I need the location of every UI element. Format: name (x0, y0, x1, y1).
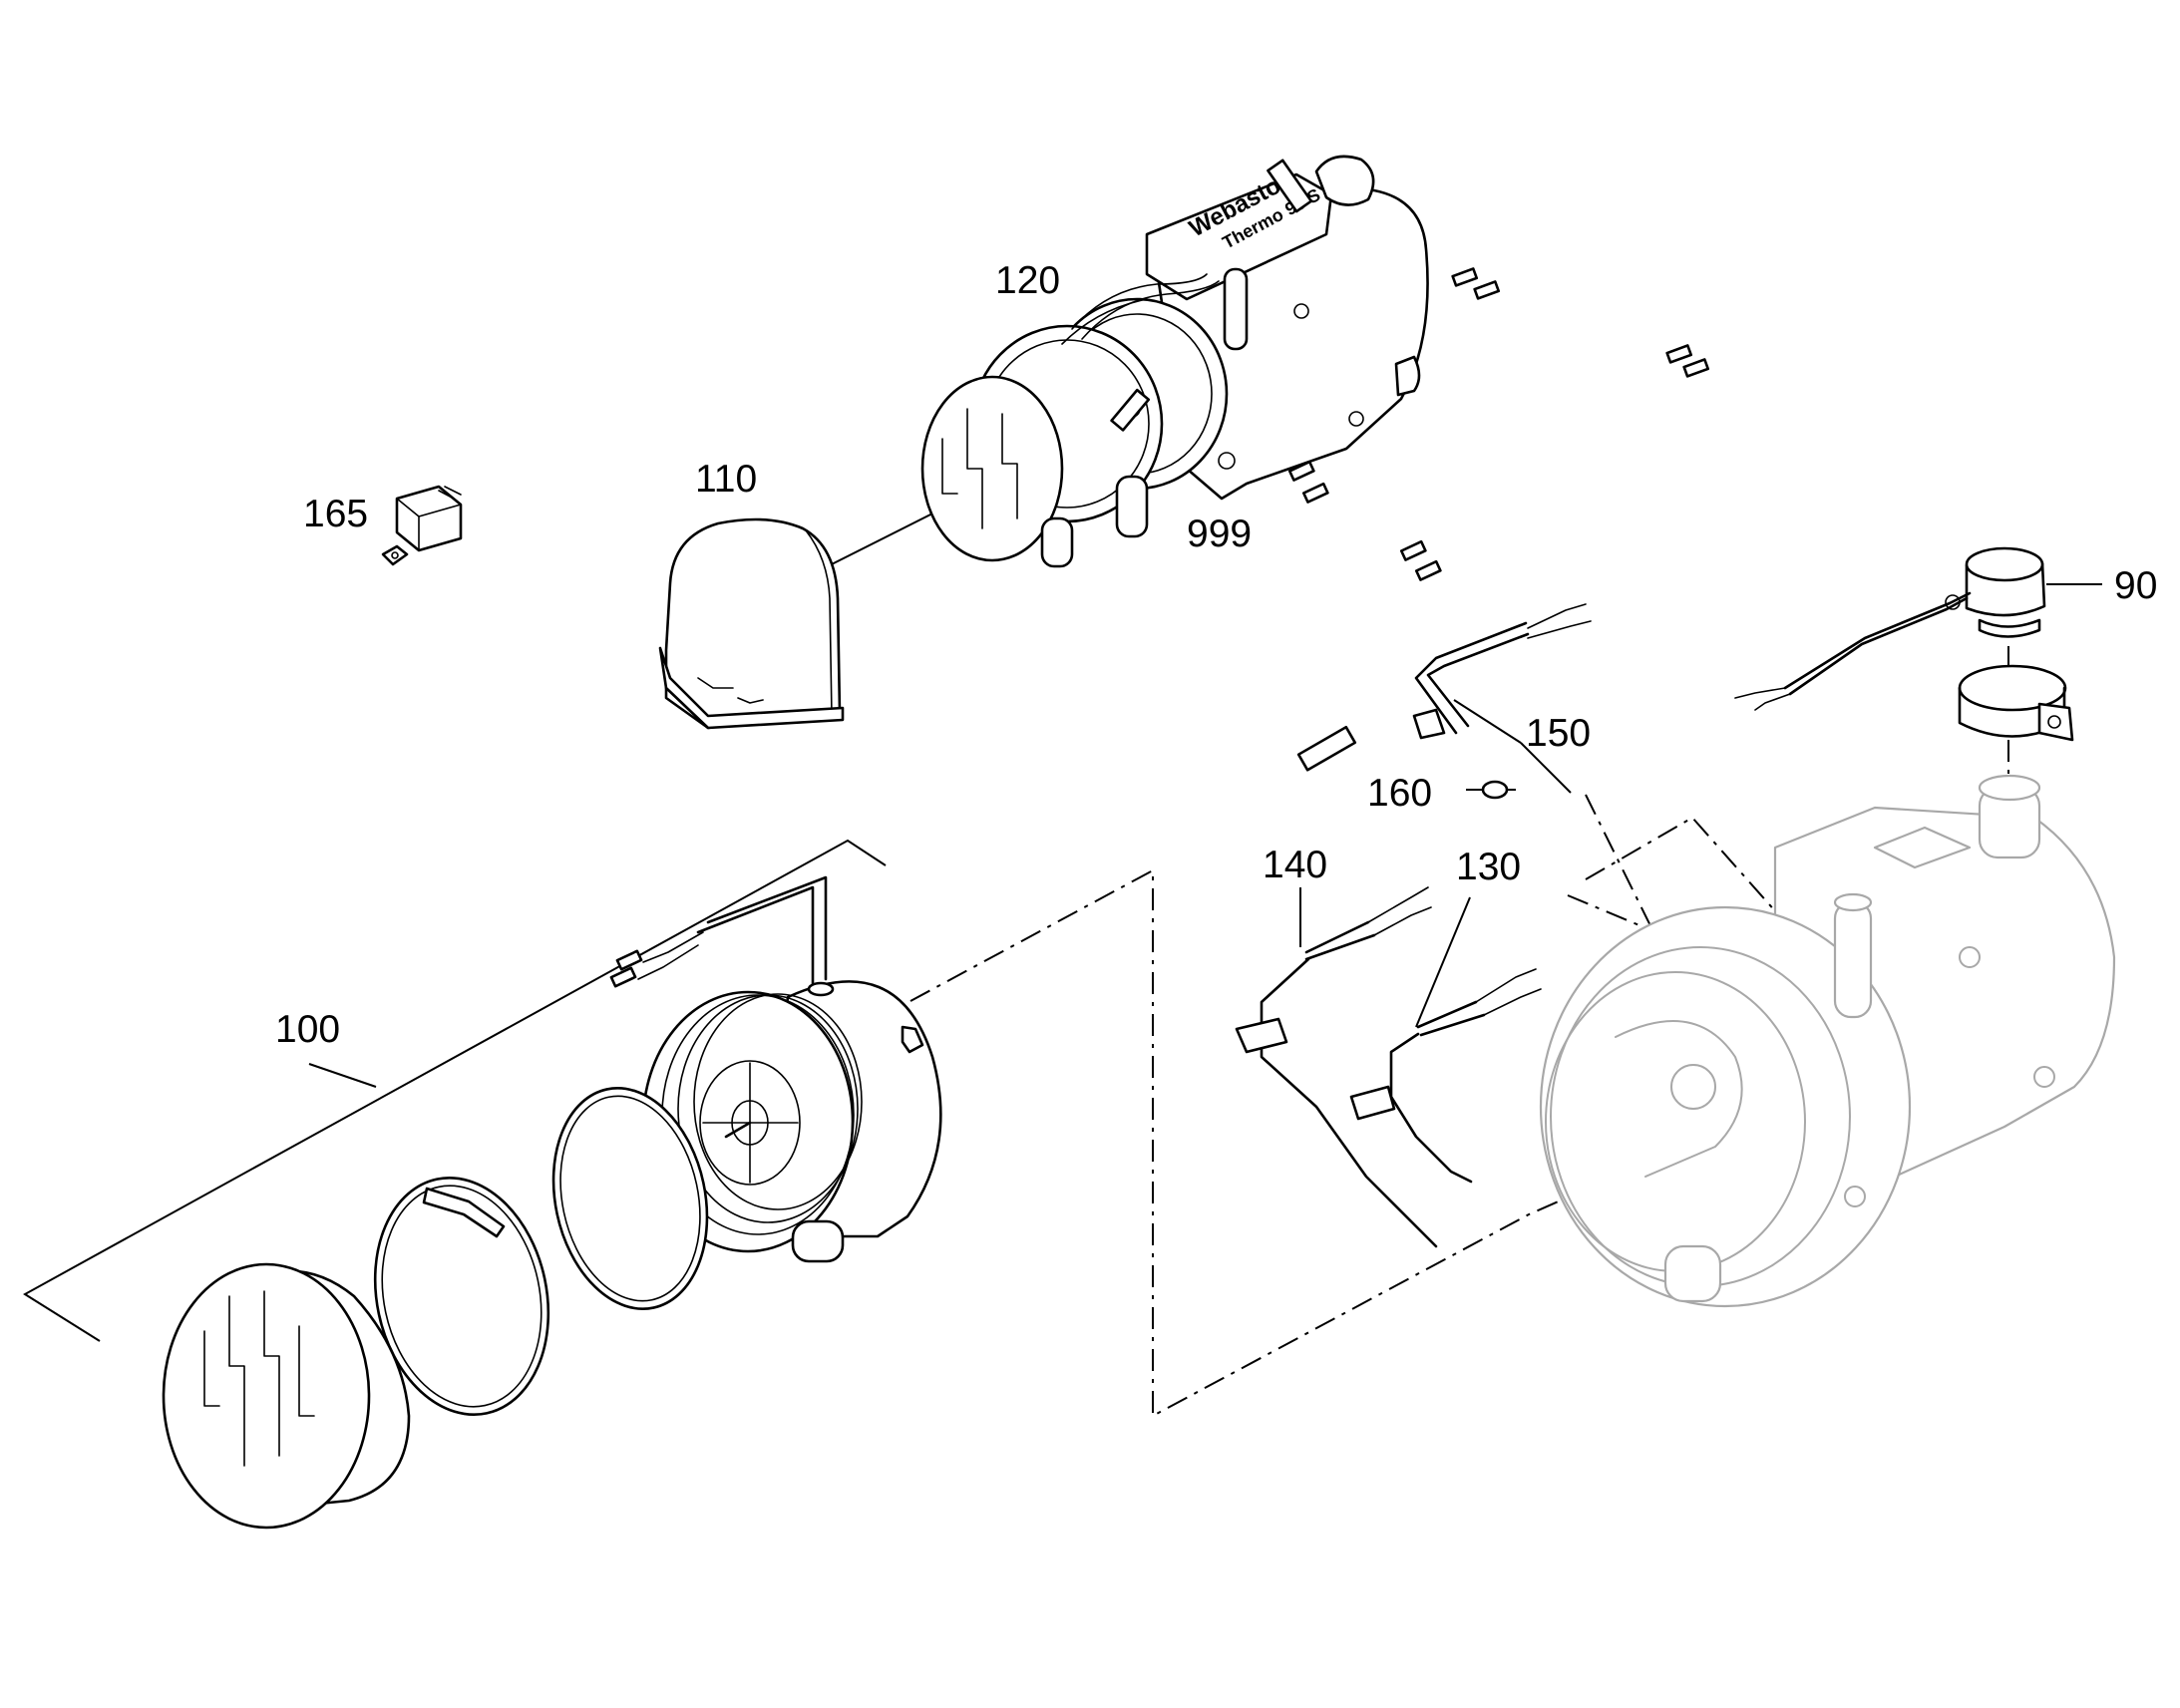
callout-140: 140 (1263, 844, 1327, 886)
part-150-sensor (1267, 159, 1592, 794)
part-90-cap-clamp (1665, 344, 2074, 742)
callout-130: 130 (1456, 846, 1521, 888)
callout-999: 999 (1187, 512, 1252, 555)
part-160-oring (1481, 780, 1509, 800)
callout-100: 100 (275, 1008, 340, 1051)
callout-150: 150 (1526, 712, 1591, 755)
part-100-blower-assembly (23, 839, 942, 1530)
callout-110: 110 (695, 458, 757, 501)
callouts: 90 100 110 120 130 140 150 160 165 999 (275, 259, 2157, 1051)
part-165-relay (381, 485, 463, 566)
heater-body-ghost (1539, 774, 2116, 1308)
callout-90: 90 (2114, 564, 2157, 607)
part-140-harness (1235, 460, 1438, 1248)
part-110-cover-cap (658, 517, 845, 730)
callout-120: 120 (995, 259, 1060, 302)
callout-160: 160 (1367, 772, 1432, 815)
callout-165: 165 (303, 493, 368, 535)
heater-unit-thermo-90s: Webasto Thermo 90 S (920, 155, 1429, 568)
part-130-harness (1110, 388, 1542, 1184)
